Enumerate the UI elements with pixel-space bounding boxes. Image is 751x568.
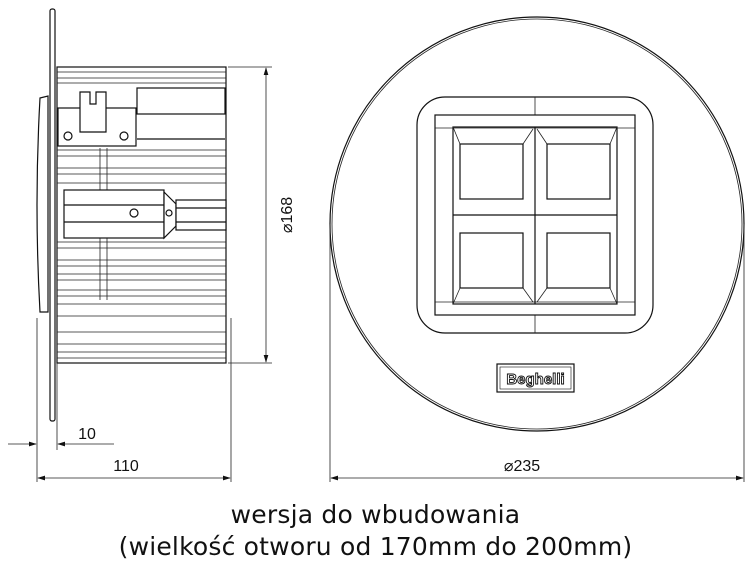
brand-logo-text: Beghelli — [506, 371, 564, 388]
front-flange — [49, 8, 56, 422]
led-lens-grid — [452, 126, 618, 305]
dimension-outer-diameter: ⌀235 — [329, 224, 745, 482]
svg-text:⌀235: ⌀235 — [504, 458, 540, 475]
svg-text:⌀168: ⌀168 — [279, 197, 296, 233]
side-view — [36, 8, 227, 422]
inner-frame — [434, 114, 636, 316]
driver-module — [63, 189, 227, 240]
dimension-body-diameter: ⌀168 — [228, 66, 296, 364]
caption-line-1: wersja do wbudowania — [230, 500, 521, 529]
terminal-block — [57, 87, 226, 147]
spring-clip — [36, 95, 49, 313]
front-view: Beghelli — [329, 16, 745, 432]
dimension-flange-thickness: 10 — [8, 318, 114, 482]
caption-line-2: (wielkość otworu od 170mm do 200mm) — [118, 532, 633, 561]
depth-value: 110 — [113, 458, 139, 475]
heatsink-fins — [57, 71, 226, 359]
dimension-depth: 110 — [37, 318, 232, 482]
brand-logo: Beghelli — [496, 363, 575, 393]
flange-thickness-value: 10 — [78, 426, 96, 443]
diameter-symbol: ⌀ — [279, 223, 296, 233]
outer-diameter-value: 235 — [513, 458, 540, 475]
body-diameter-value: 168 — [279, 197, 296, 224]
diameter-symbol: ⌀ — [504, 458, 514, 475]
